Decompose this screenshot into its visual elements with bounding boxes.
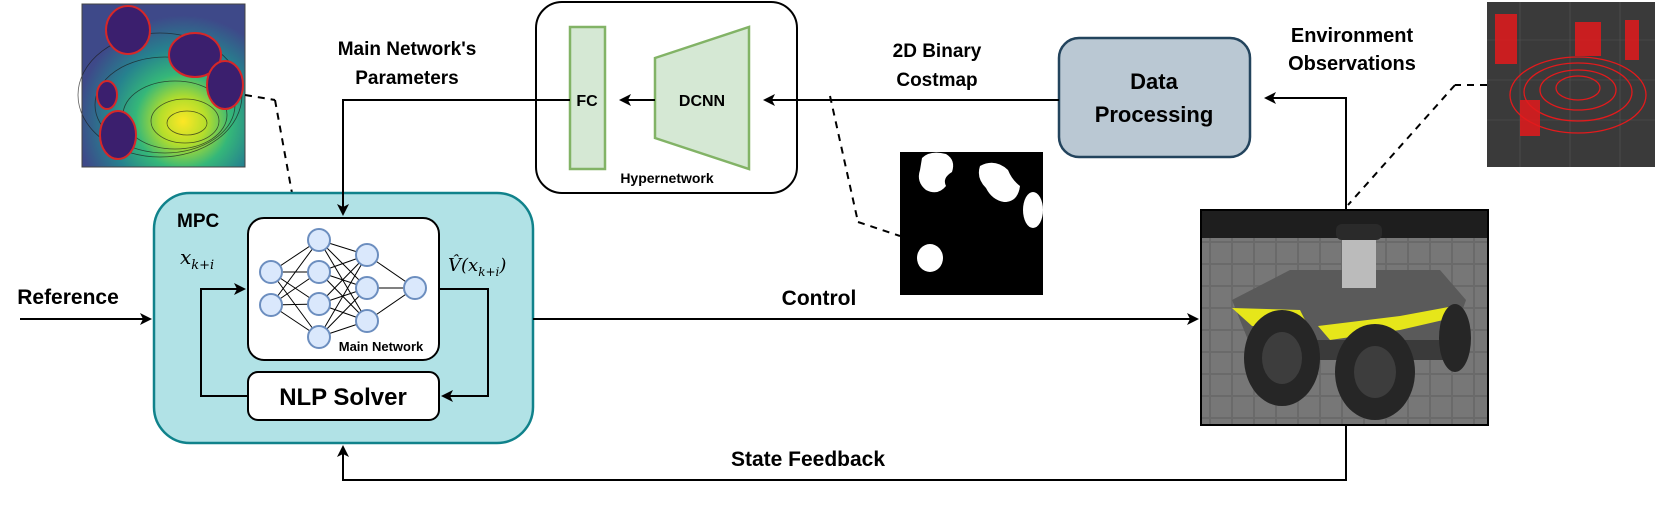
lidar-pointcloud-image: [1487, 2, 1655, 167]
reference-label: Reference: [17, 286, 119, 309]
binary-costmap-image: [900, 152, 1043, 295]
costmap-label-line2: Costmap: [896, 70, 977, 91]
main-network-label: Main Network: [339, 339, 424, 354]
contour-plot-image: [77, 3, 246, 168]
hypernetwork-label: Hypernetwork: [620, 170, 714, 186]
state-input-label: xk+i: [180, 245, 214, 273]
nlp-solver-label: NLP Solver: [279, 384, 407, 411]
state-feedback-arrow: [337, 425, 1347, 481]
data-processing-label-line1: Data: [1130, 69, 1178, 94]
dcnn-block: [653, 25, 751, 171]
costmap-label-line1: 2D Binary: [893, 41, 982, 62]
robot-image: [1200, 209, 1489, 426]
fc-label: FC: [576, 93, 598, 110]
env-obs-label-line2: Observations: [1288, 53, 1416, 75]
data-processing-label-line2: Processing: [1095, 102, 1214, 127]
mpc-label: MPC: [177, 211, 220, 232]
data-processing-box: [1057, 36, 1252, 159]
env-obs-label-line1: Environment: [1291, 25, 1414, 47]
parameters-arrow: [337, 99, 570, 216]
dcnn-label: DCNN: [679, 93, 725, 110]
main-params-label-line1: Main Network's: [338, 39, 477, 60]
observations-arrow: [1264, 92, 1347, 210]
fc-layer: [568, 25, 607, 171]
value-output-label: V̂(xk+i): [448, 254, 506, 279]
state-feedback-label: State Feedback: [731, 448, 885, 471]
control-label: Control: [782, 287, 857, 310]
network-to-solver-arrow: [439, 288, 489, 402]
main-params-label-line2: Parameters: [355, 68, 459, 89]
solver-to-network-arrow: [200, 283, 248, 397]
nn-neurons: [259, 228, 427, 349]
